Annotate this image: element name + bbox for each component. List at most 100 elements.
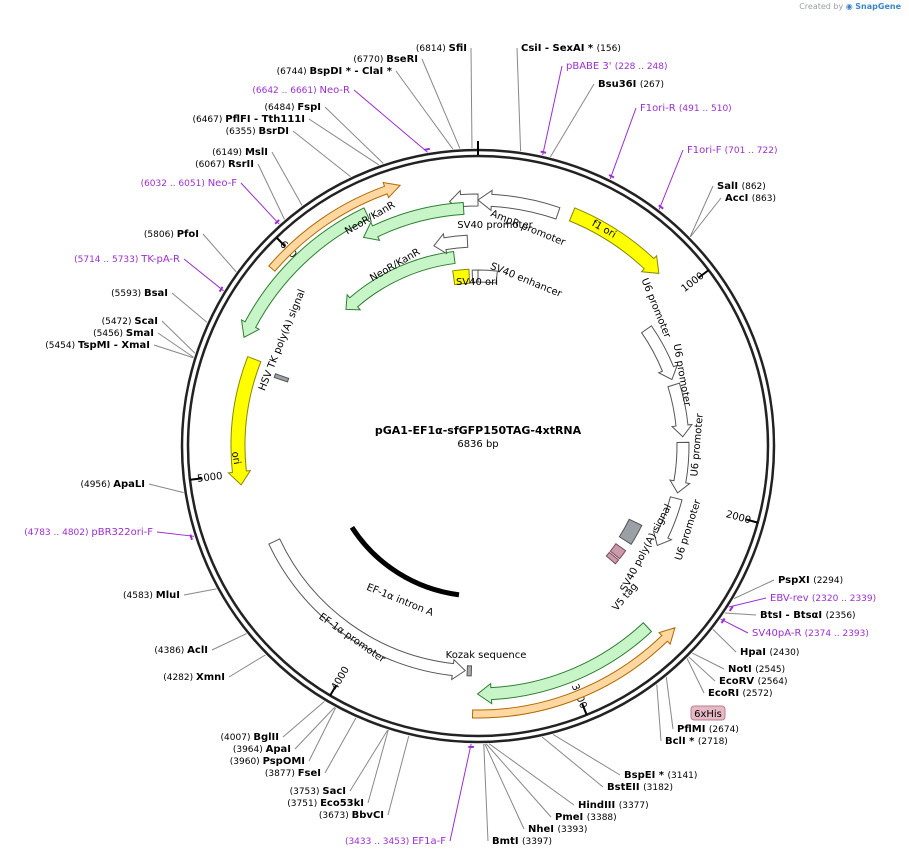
credit-brand: SnapGene <box>855 2 901 11</box>
site-pflmi: PflMI (2674) <box>677 724 739 735</box>
site-eco53ki: (3751) Eco53kI <box>287 798 364 809</box>
feature-f1-ori <box>569 208 658 274</box>
site-noti: NotI (2545) <box>728 664 785 675</box>
site-leader-line <box>422 59 460 149</box>
site-leader-line <box>162 321 195 353</box>
feature-label-sv40-enhancer: SV40 enhancer <box>488 261 564 300</box>
site-leader-line <box>484 744 488 841</box>
primer-f1ori-f: F1ori-F (701 .. 722) <box>687 145 778 156</box>
site-sfii: (6814) SfiI <box>416 43 467 54</box>
primer-leader-line <box>659 150 683 209</box>
site-sali: SalI (862) <box>717 181 766 192</box>
site-hindiii: HindIII (3377) <box>578 800 649 811</box>
primer-leader-line <box>184 259 224 291</box>
site-mlui: (4583) MluI <box>123 590 180 601</box>
site-leader-line <box>692 653 724 669</box>
site-leader-line <box>309 708 336 761</box>
primer-marker <box>609 175 614 177</box>
site-saci: (3753) SacI <box>290 786 346 797</box>
feature-label-ori: ori <box>229 451 242 466</box>
site-leader-line <box>396 71 453 149</box>
primer-sv40pa-r: SV40pA-R (2374 .. 2393) <box>752 628 869 639</box>
site-leader-line <box>283 701 324 737</box>
feature-label-u6-promoter: U6 promoter <box>689 412 706 477</box>
site-leader-line <box>388 736 409 815</box>
site-ecorv: EcoRV (2564) <box>719 676 788 687</box>
site-leader-line <box>485 744 524 829</box>
tick-label: 2000 <box>725 509 752 526</box>
feature-sv40-poly-a-signal <box>619 519 641 544</box>
primer-pbr322ori-f: (4783 .. 4802) pBR322ori-F <box>24 527 153 538</box>
site-leader-line <box>172 293 207 322</box>
site-tspmi-xmai: (5454) TspMI - XmaI <box>45 340 150 351</box>
site-leader-line <box>368 730 388 803</box>
primer-leader-line <box>157 532 194 536</box>
site-bsteii: BstEII (3182) <box>607 782 673 793</box>
primer-neo-r: (6642 .. 6661) Neo-R <box>252 85 350 96</box>
site-bcli: BclI * (2718) <box>665 736 728 747</box>
site-fsei: (3877) FseI <box>265 768 321 779</box>
plasmid-title: pGA1-EF1α-sfGFP150TAG-4xtRNA <box>375 424 582 437</box>
primer-leader-line <box>450 744 471 841</box>
site-leader-line <box>295 707 335 749</box>
snapgene-credit: Created by ◉ SnapGene <box>799 2 901 11</box>
site-leader-line <box>325 718 356 773</box>
site-leader-line <box>272 152 302 205</box>
site-leader-line <box>657 684 661 741</box>
feature-label-ef-1-promoter: EF-1α promoter <box>317 611 388 665</box>
site-leader-line <box>184 589 216 595</box>
site-xmni: (4282) XmnI <box>163 672 225 683</box>
feature-sfgfp150tag <box>478 623 652 704</box>
site-bsu36i: Bsu36I (267) <box>598 79 664 90</box>
site-pflfi-tth111i: (6467) PflFI - Tth111I <box>192 114 305 125</box>
site-bseri: (6770) BseRI <box>353 54 418 65</box>
site-leader-line <box>542 737 603 787</box>
feature-label-sv40-poly-a-signal: SV40 poly(A) signal <box>619 503 675 594</box>
primer-pbabe-3: pBABE 3' (228 .. 248) <box>566 61 668 72</box>
site-leader-line <box>149 484 184 493</box>
site-leader-line <box>203 234 236 272</box>
credit-prefix: Created by <box>799 2 843 11</box>
site-leader-line <box>690 198 721 237</box>
primer-tk-pa-r: (5714 .. 5733) TK-pA-R <box>74 254 180 265</box>
feature-label-6xhis: 6xHis <box>694 709 722 720</box>
tick-label: 1000 <box>680 271 707 295</box>
primer-leader-line <box>729 598 766 607</box>
feature-label-kozak-sequence: Kozak sequence <box>446 650 527 661</box>
site-msli: (6149) MslI <box>212 147 268 158</box>
site-pspxi: PspXI (2294) <box>778 575 843 586</box>
site-leader-line <box>471 48 472 148</box>
site-leader-line <box>212 634 246 650</box>
snapgene-logo-icon: ◉ <box>846 2 853 11</box>
primer-ebv-rev: EBV-rev (2320 .. 2339) <box>770 593 876 604</box>
site-leader-line <box>690 186 713 237</box>
feature-u6-promoter <box>670 442 690 493</box>
primer-ef1a-f: (3433 .. 3453) EF1a-F <box>345 836 446 847</box>
site-ecori: EcoRI (2572) <box>708 688 772 699</box>
site-bspdi-clai: (6744) BspDI * - ClaI * <box>277 66 393 77</box>
site-leader-line <box>666 677 673 729</box>
primer-marker <box>424 149 429 150</box>
scale-ticks: 100020003000400050006000 <box>190 237 758 714</box>
primer-marker <box>541 152 546 153</box>
feature-sv40-promoter <box>434 234 468 254</box>
site-leader-line <box>229 655 265 677</box>
site-pmei: PmeI (3388) <box>555 812 617 823</box>
feature-ef-1-promoter <box>269 539 465 680</box>
site-bbvci: (3673) BbvCI <box>319 810 384 821</box>
site-btsi-bts-i: BtsI - BtsαI (2356) <box>760 610 856 621</box>
site-smai: (5456) SmaI <box>93 328 154 339</box>
primer-marker <box>190 535 192 540</box>
feature-kozak-sequence <box>467 666 472 676</box>
site-leader-line <box>550 84 594 157</box>
site-rsrii: (6067) RsrII <box>195 159 254 170</box>
site-hpai: HpaI (2430) <box>740 647 799 658</box>
site-leader-line <box>258 164 284 219</box>
site-nhei: NheI (3393) <box>528 824 587 835</box>
plasmid-length: 6836 bp <box>457 439 498 450</box>
site-leader-line <box>158 333 194 357</box>
site-leader-line <box>725 613 756 615</box>
center-title: pGA1-EF1α-sfGFP150TAG-4xtRNA 6836 bp <box>375 424 582 450</box>
site-leader-line <box>350 730 388 791</box>
